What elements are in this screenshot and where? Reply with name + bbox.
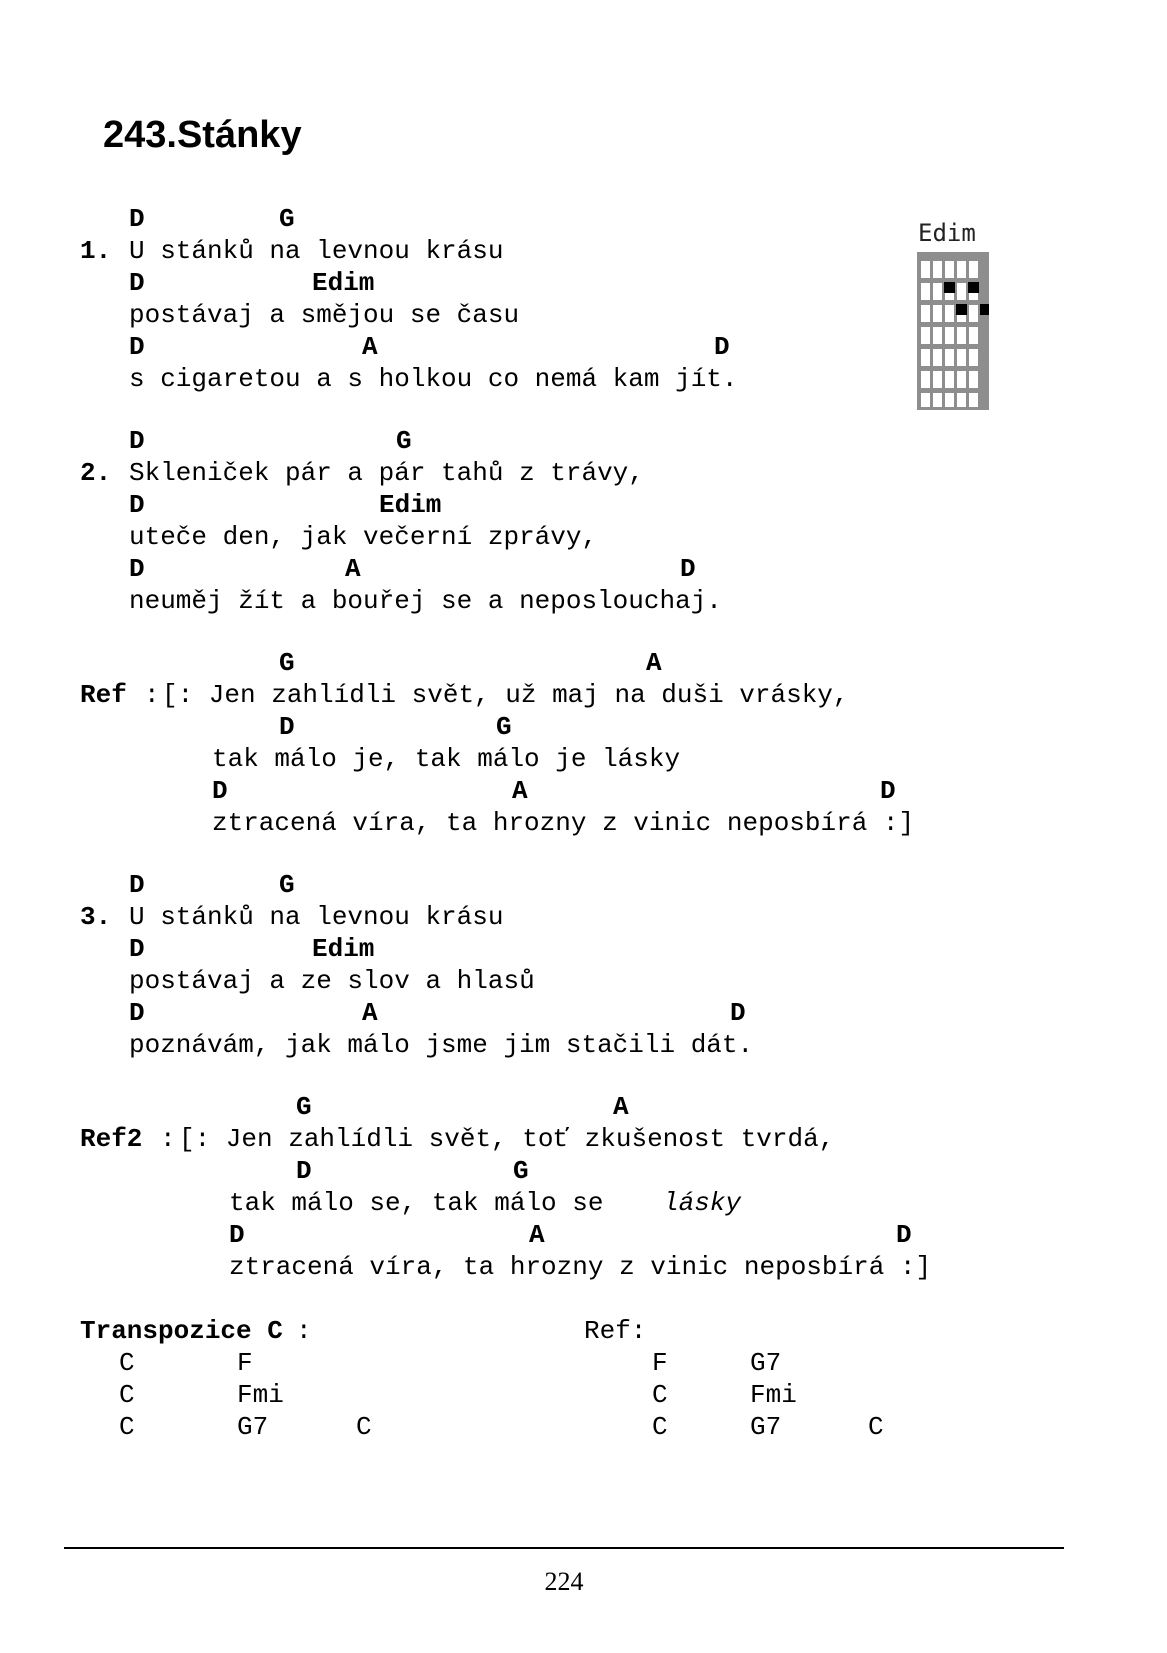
refrain-label: Ref [80,680,127,710]
lyric-line: ztracená víra, ta hrozny z vinic neposbí… [229,1252,932,1282]
lyric-line: Skleniček pár a pár tahů z trávy, [129,458,644,488]
chord: A [646,648,662,678]
verse-number: 2. [80,458,112,488]
transposition-ref-label: Ref: [584,1316,647,1346]
chord: A [362,332,378,362]
chord: D [129,490,145,520]
lyric-line: tak málo se, tak málo se [229,1188,604,1218]
chord: A [345,554,361,584]
lyric-line: postávaj a smějou se času [129,300,520,330]
transposition-chord: F [237,1348,253,1378]
lyric-line: postávaj a ze slov a hlasů [129,966,535,996]
chord: D [129,998,145,1028]
song-title: 243.Stánky [103,114,302,156]
lyric-line: s cigaretou a s holkou co nemá kam jít. [129,364,738,394]
refrain-label-colon: : [144,680,160,710]
lyric-line: uteče den, jak večerní zprávy, [129,522,598,552]
transposition-label: Transpozice C [80,1316,283,1346]
chord: D [680,554,696,584]
lyric-line: [: Jen zahlídli svět, toť zkušenost tvrd… [179,1124,835,1154]
transposition-chord: G7 [750,1348,782,1378]
footer-rule [64,1547,1064,1549]
chord: D [129,870,145,900]
chord: D [730,998,746,1028]
chord: G [279,870,295,900]
chord: Edim [379,490,442,520]
chord: Edim [312,934,375,964]
transposition-chord: G7 [237,1412,269,1442]
chord: D [896,1220,912,1250]
refrain-label-colon: : [160,1124,176,1154]
transposition-chord: C [652,1380,668,1410]
chord: D [129,554,145,584]
chord: D [296,1156,312,1186]
transposition-chord: Fmi [750,1380,797,1410]
chord: D [714,332,730,362]
chord: G [396,426,412,456]
chord: D [129,204,145,234]
chord: D [229,1220,245,1250]
transposition-chord: Fmi [237,1380,284,1410]
transposition-chord: F [652,1348,668,1378]
chord: D [129,934,145,964]
chord: G [296,1092,312,1122]
chord: D [212,776,228,806]
lyric-line: tak málo je, tak málo je lásky [212,744,681,774]
lyric-line: poznávám, jak málo jsme jim stačili dát. [129,1030,754,1060]
verse-number: 1. [80,236,112,266]
chord: D [279,712,295,742]
transposition-chord: G7 [750,1412,782,1442]
chord: D [880,776,896,806]
transposition-chord: C [652,1412,668,1442]
chord: A [512,776,528,806]
lyric-line: [: Jen zahlídli svět, už maj na duši vrá… [162,680,849,710]
chord: G [513,1156,529,1186]
lyric-italic: lásky [663,1188,742,1218]
chord: D [129,332,145,362]
lyric-line: U stánků na levnou krásu [129,902,504,932]
chord: A [529,1220,545,1250]
lyric-line: neuměj žít a bouřej se a neposlouchaj. [129,586,722,616]
transposition-chord: C [119,1380,135,1410]
page-number: 224 [544,1567,584,1596]
lyric-line: U stánků na levnou krásu [129,236,504,266]
chord: D [129,268,145,298]
refrain-label: Ref2 [80,1124,143,1154]
chord: G [496,712,512,742]
chord: A [613,1092,629,1122]
chord: G [279,204,295,234]
transposition-label-colon: : [296,1316,312,1346]
transposition-chord: C [119,1412,135,1442]
lyric-line: ztracená víra, ta hrozny z vinic neposbí… [212,808,915,838]
chord: A [362,998,378,1028]
transposition-chord: C [356,1412,372,1442]
chord: Edim [312,268,375,298]
transposition-chord: C [868,1412,884,1442]
chord: G [279,648,295,678]
chord: D [129,426,145,456]
edim-chord-diagram [917,252,989,410]
verse-number: 3. [80,902,112,932]
transposition-chord: C [119,1348,135,1378]
chord-diagram-name: Edim [918,219,976,247]
